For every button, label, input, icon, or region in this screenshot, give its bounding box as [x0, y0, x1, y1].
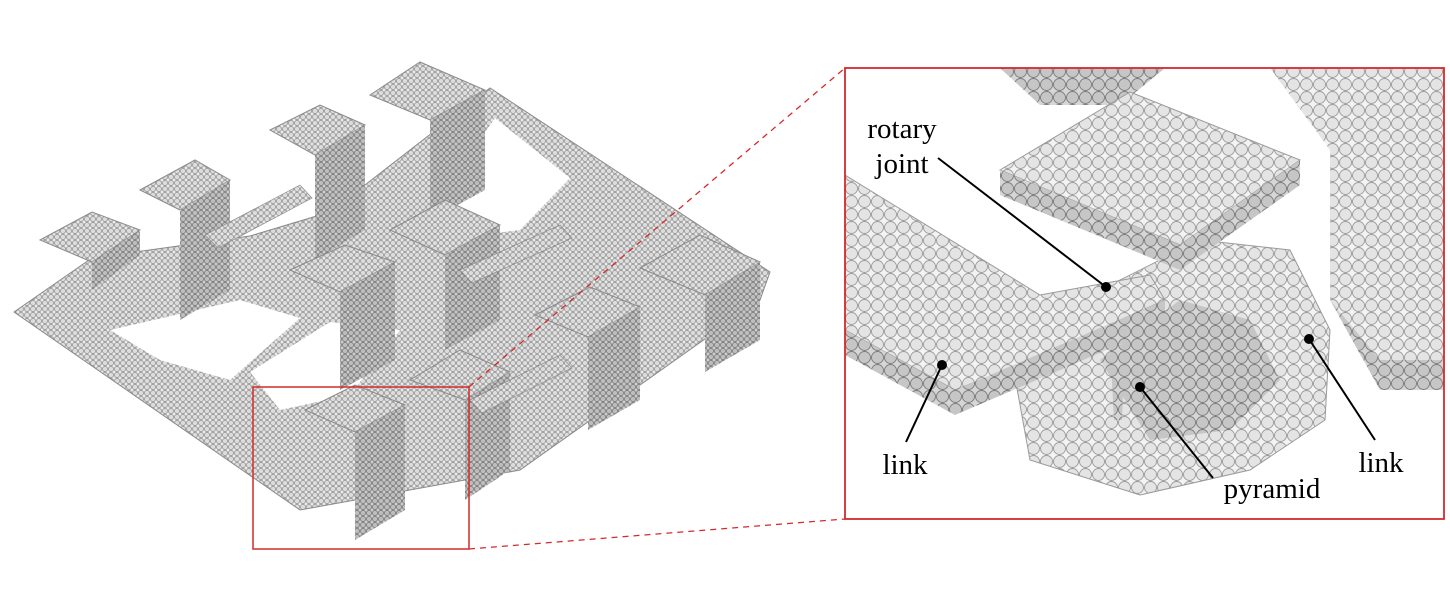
link-left-dot — [937, 360, 947, 370]
label-link-right: link — [1358, 447, 1404, 479]
pyramid-dot — [1135, 382, 1145, 392]
zoom-panel-frame — [844, 67, 1445, 520]
pyramid-leader — [1139, 386, 1214, 479]
zoom-connector-bottom — [468, 518, 846, 550]
joint-blocks — [38, 61, 762, 540]
plate-cutout-lower — [110, 300, 300, 380]
lattice-overview — [13, 61, 771, 540]
link-left-leader — [905, 364, 943, 443]
callouts: rotary joint link pyramid link — [867, 113, 1404, 505]
label-link-left: link — [882, 449, 928, 481]
rotary-joint-dot — [1101, 282, 1111, 292]
plate-cutout-upper — [430, 118, 570, 236]
link-right-leader — [1308, 338, 1376, 441]
zoom-region-frame — [252, 386, 470, 550]
zoomed-detail — [845, 68, 1444, 519]
connector-links — [204, 184, 573, 414]
label-joint: joint — [874, 148, 928, 180]
label-pyramid: pyramid — [1224, 473, 1321, 505]
link-right-dot — [1304, 334, 1314, 344]
zoom-connector-top — [468, 67, 846, 388]
label-rotary: rotary — [867, 113, 937, 145]
rotary-joint-leader — [937, 157, 1107, 288]
